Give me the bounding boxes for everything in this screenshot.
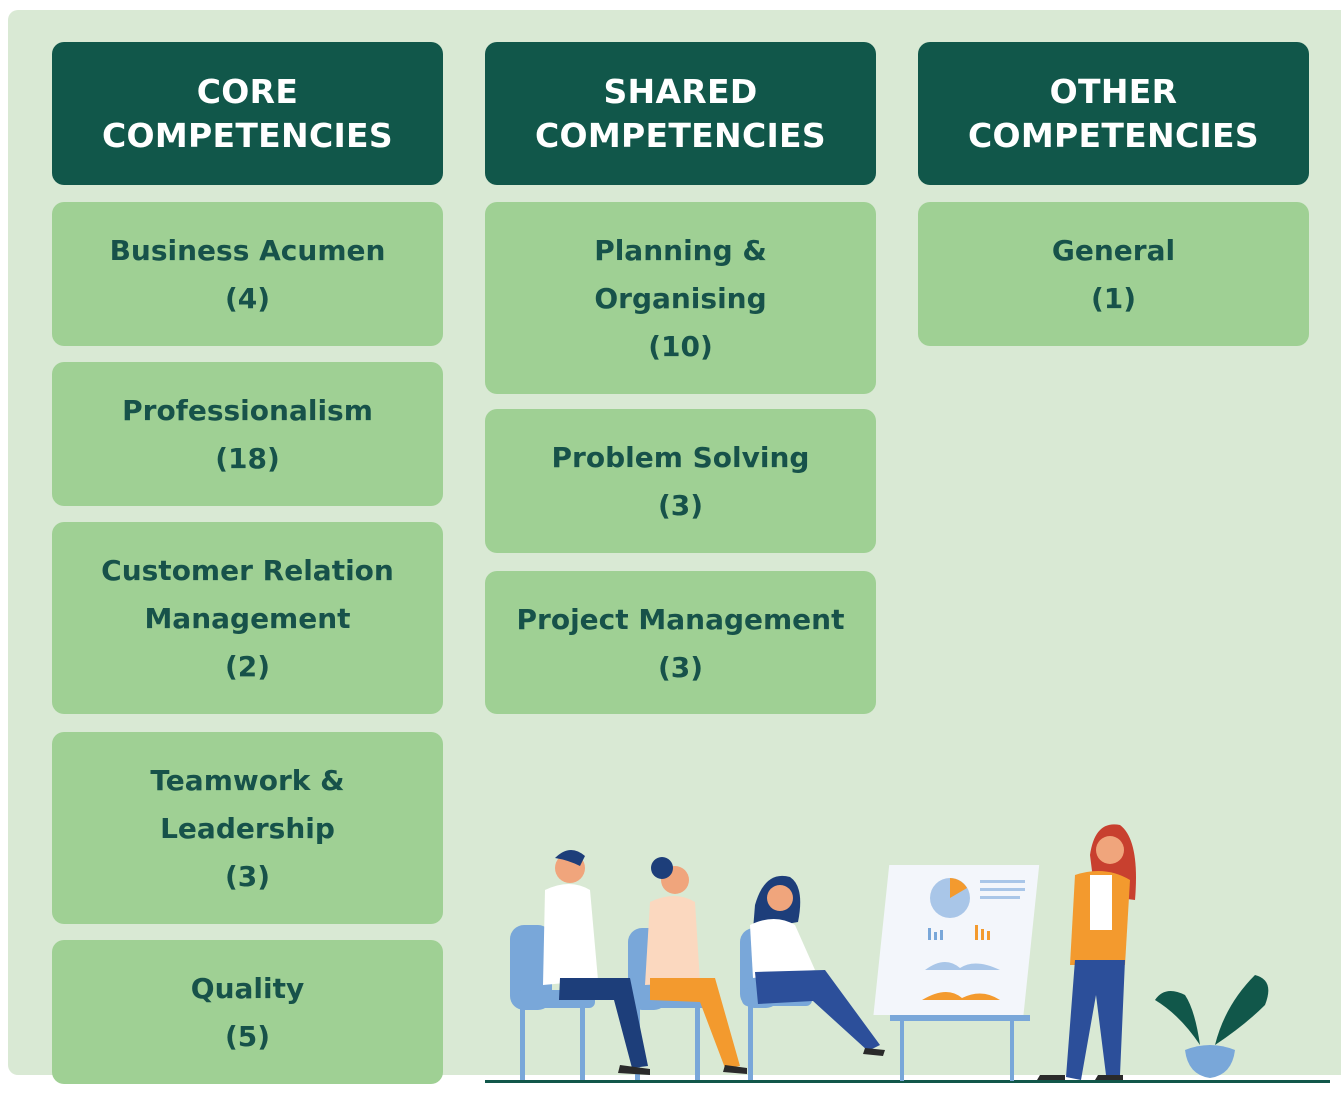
shared-competencies-header: SHARED COMPETENCIES — [485, 42, 876, 185]
competency-card-teamwork-leadership[interactable]: Teamwork & Leadership (3) — [52, 732, 443, 924]
competency-card-quality[interactable]: Quality (5) — [52, 940, 443, 1084]
card-title: Management — [144, 602, 351, 635]
card-count: (2) — [224, 650, 271, 683]
flipchart-icon — [873, 865, 1040, 1081]
competency-card-general[interactable]: General (1) — [918, 202, 1309, 346]
competency-card-customer-relation-management[interactable]: Customer Relation Management (2) — [52, 522, 443, 714]
core-competencies-header: CORE COMPETENCIES — [52, 42, 443, 185]
card-title: Problem Solving — [551, 441, 810, 474]
header-line: COMPETENCIES — [102, 115, 393, 155]
card-count: (4) — [224, 282, 271, 315]
card-title: Business Acumen — [109, 234, 386, 267]
header-line: COMPETENCIES — [968, 115, 1259, 155]
other-competencies-header: OTHER COMPETENCIES — [918, 42, 1309, 185]
presentation-illustration — [485, 824, 1330, 1083]
card-title: Teamwork & — [150, 764, 345, 797]
card-count: (18) — [215, 442, 280, 475]
header-line: COMPETENCIES — [535, 115, 826, 155]
card-count: (5) — [224, 1020, 271, 1053]
card-title: Customer Relation — [101, 554, 394, 587]
competency-card-planning-organising[interactable]: Planning & Organising (10) — [485, 202, 876, 394]
card-title: Organising — [594, 282, 767, 315]
competency-card-business-acumen[interactable]: Business Acumen (4) — [52, 202, 443, 346]
card-count: (3) — [657, 489, 704, 522]
card-title: Quality — [190, 972, 305, 1005]
card-count: (3) — [224, 860, 271, 893]
competency-card-problem-solving[interactable]: Problem Solving (3) — [485, 409, 876, 553]
seated-woman-figure — [645, 857, 747, 1074]
card-title: Professionalism — [122, 394, 373, 427]
competency-card-project-management[interactable]: Project Management (3) — [485, 571, 876, 714]
card-count: (10) — [648, 330, 713, 363]
card-title: Leadership — [160, 812, 335, 845]
header-line: OTHER — [1049, 71, 1178, 111]
seated-man-figure — [543, 849, 650, 1075]
card-count: (3) — [657, 651, 704, 684]
card-title: General — [1051, 234, 1176, 267]
potted-plant-icon — [1155, 975, 1269, 1078]
card-title: Project Management — [516, 603, 845, 636]
header-line: SHARED — [603, 71, 758, 111]
competency-card-professionalism[interactable]: Professionalism (18) — [52, 362, 443, 506]
card-count: (1) — [1090, 282, 1137, 315]
header-line: CORE — [196, 71, 299, 111]
presenter-figure — [1037, 824, 1136, 1080]
card-title: Planning & — [594, 234, 767, 267]
seated-woman-figure — [750, 875, 885, 1056]
